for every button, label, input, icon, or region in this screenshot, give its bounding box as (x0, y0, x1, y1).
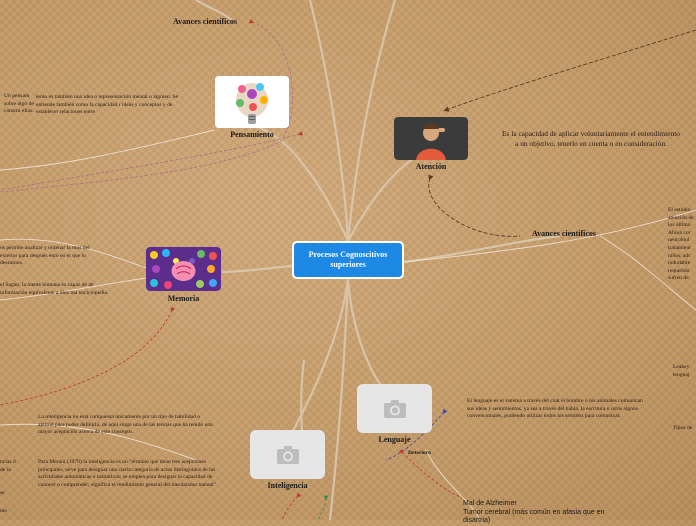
pensamiento-image[interactable] (215, 76, 289, 128)
lenguaje-label[interactable]: Lenguaje (378, 435, 411, 444)
dashed-lenguaje (385, 408, 448, 461)
brain-apps-icon (146, 247, 221, 291)
topic-avances-top[interactable]: Avances científicos (172, 17, 238, 26)
dashed-atencion-top (443, 29, 696, 112)
dashed-inteligencia-green (317, 495, 329, 520)
atencion-label[interactable]: Atención (415, 162, 447, 171)
pensamiento-label[interactable]: Pensamiento (230, 130, 274, 139)
leakey-text: Leakey lenguaj (673, 364, 690, 378)
left-fragment-2: se (0, 490, 5, 496)
brain-ideas-icon (215, 76, 289, 128)
lenguaje-description: El lenguaje es el sistema a través del c… (467, 398, 643, 420)
left-fragment-1: ncias d de la (0, 459, 16, 473)
main-branches (195, 0, 561, 520)
central-topic[interactable]: Procesos Cognoscitivos superiores (292, 241, 404, 279)
dashed-memoria (0, 306, 176, 406)
pensamiento-description: iento es también una idea o representaci… (36, 94, 179, 116)
dashed-pensamiento-left (0, 131, 303, 191)
atencion-image[interactable] (394, 117, 468, 160)
deterioro-list: Mal de Alzheimer Tumor cerebral (más com… (463, 500, 605, 525)
memoria-label[interactable]: Memoria (167, 294, 200, 303)
topic-deterioro[interactable]: Deterioro (408, 450, 431, 456)
topic-avances-right[interactable]: Avances científicos (531, 229, 597, 238)
dashed-avances-pensamiento (0, 18, 294, 193)
camera-placeholder-icon (276, 445, 299, 464)
left-fragment-3: uto (0, 508, 8, 514)
inteligencia-text-1: La inteligencia no está compuesta únicam… (38, 414, 213, 436)
pensamiento-text-left: Un pensam sobre algo de constru ellas. (4, 93, 34, 115)
memoria-text-2: el Sagan, la mente humana es capaz de de… (0, 282, 109, 296)
dashed-inteligencia-red (281, 492, 302, 520)
dashed-deterioro (398, 448, 463, 499)
tipos-text: Tipos de (673, 425, 693, 431)
dashed-atencion-avances (428, 174, 521, 237)
inteligencia-label[interactable]: Inteligencia (267, 481, 308, 490)
atencion-description: Es la capacidad de aplicar voluntariamen… (502, 129, 680, 148)
memoria-image[interactable] (146, 247, 221, 291)
thin-branches (0, 129, 696, 520)
camera-placeholder-icon (383, 399, 406, 418)
lenguaje-image[interactable] (357, 384, 432, 433)
memoria-text-1: os permite analizar y ordenar la mos del… (0, 245, 90, 267)
man-listening-icon (394, 117, 468, 160)
inteligencia-text-2: Para Merani (1979) la inteligencia es un… (38, 459, 216, 488)
central-topic-title: Procesos Cognoscitivos superiores (308, 250, 388, 269)
inteligencia-image[interactable] (250, 430, 325, 479)
atencion-right-text: El estudio atención de los último Ahora … (668, 207, 694, 282)
